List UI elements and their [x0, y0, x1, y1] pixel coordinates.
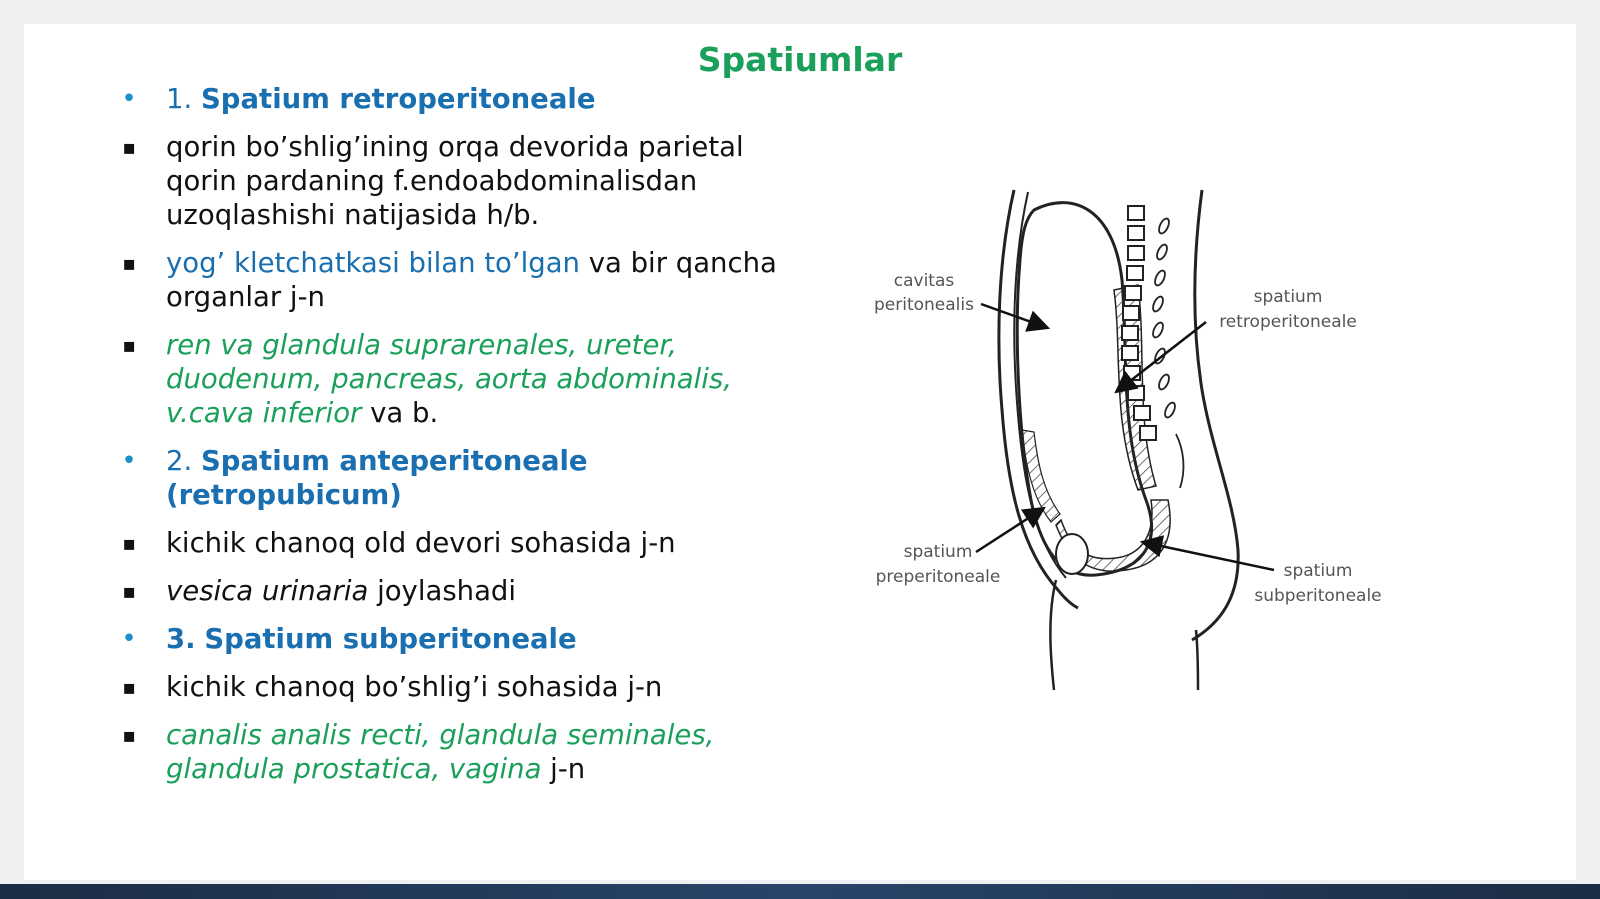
bottom-bar	[0, 884, 1600, 899]
section-number: 3.	[166, 623, 196, 655]
label-retroperitoneale: retroperitoneale	[1219, 312, 1357, 332]
slide-title: Spatiumlar	[697, 40, 903, 79]
arrow-cavitas	[980, 302, 1051, 332]
bladder	[1055, 533, 1089, 575]
bullet-text: kichik chanoq bo’shlig’i sohasida j-n	[166, 671, 663, 703]
preperitoneal-space	[1021, 429, 1061, 523]
section-name: Spatium subperitoneale	[204, 623, 577, 655]
bullet-organ-list: ren va glandula suprarenales, ureter, du…	[166, 329, 732, 429]
bullet-text: j-n	[541, 753, 586, 785]
section-name: Spatium anteperitoneale (retropubicum)	[166, 445, 588, 511]
slide-content: • 1. Spatium retroperitoneale ▪ qorin bo…	[114, 82, 814, 800]
anatomy-svg: cavitas peritonealis spatium retroperito…	[874, 189, 1382, 691]
section-marker: •	[121, 84, 137, 114]
bullet-1-1: ▪ qorin bo’shlig’ining orqa devorida par…	[114, 130, 814, 232]
leg-front	[1049, 579, 1058, 691]
bullet-2-2: ▪ vesica urinaria joylashadi	[114, 574, 814, 608]
section-heading-2: • 2. Spatium anteperitoneale (retropubic…	[114, 444, 814, 512]
label-spatium-retro: spatium	[1254, 287, 1323, 307]
bullet-highlight: yog’ kletchatkasi bilan to’lgan	[166, 247, 580, 279]
bullet-text: va b.	[361, 397, 439, 429]
arrow-preperitoneale	[975, 506, 1046, 554]
arrow-subperitoneale	[1139, 535, 1275, 572]
bullet-marker: ▪	[122, 531, 136, 555]
label-subperitoneale: subperitoneale	[1254, 586, 1381, 606]
bullet-1-3: ▪ ren va glandula suprarenales, ureter, …	[114, 328, 814, 430]
section-number: 2.	[166, 445, 193, 477]
bullet-3-1: ▪ kichik chanoq bo’shlig’i sohasida j-n	[114, 670, 814, 704]
label-spatium-pre: spatium	[904, 542, 973, 562]
label-cavitas: cavitas	[894, 271, 955, 291]
leg-back	[1194, 629, 1200, 691]
bullet-3-2: ▪ canalis analis recti, glandula seminal…	[114, 718, 814, 786]
bullet-text: qorin bo’shlig’ining orqa devorida parie…	[166, 131, 744, 231]
section-marker: •	[121, 624, 137, 654]
back-outline	[1191, 189, 1240, 642]
label-preperitoneale: preperitoneale	[876, 567, 1001, 587]
bullet-text: joylashadi	[368, 575, 517, 607]
bullet-marker: ▪	[122, 675, 136, 699]
arrow-retroperitoneale	[1114, 321, 1207, 394]
bullet-marker: ▪	[122, 723, 136, 747]
bullet-marker: ▪	[122, 251, 136, 275]
bullet-text: va bir qancha organlar j-n	[166, 247, 777, 313]
bullet-2-1: ▪ kichik chanoq old devori sohasida j-n	[114, 526, 814, 560]
bullet-marker: ▪	[122, 579, 136, 603]
section-number: 1.	[166, 83, 193, 115]
slide	[24, 24, 1576, 880]
bullet-1-2: ▪ yog’ kletchatkasi bilan to’lgan va bir…	[114, 246, 814, 314]
anatomy-diagram: cavitas peritonealis spatium retroperito…	[846, 170, 1426, 710]
section-heading-3: • 3. Spatium subperitoneale	[114, 622, 814, 656]
bullet-marker: ▪	[122, 333, 136, 357]
bullet-text: kichik chanoq old devori sohasida j-n	[166, 527, 676, 559]
label-peritonealis: peritonealis	[874, 295, 974, 315]
label-spatium-sub: spatium	[1284, 561, 1353, 581]
section-name: Spatium retroperitoneale	[201, 83, 596, 115]
section-heading-1: • 1. Spatium retroperitoneale	[114, 82, 814, 116]
section-marker: •	[121, 446, 137, 476]
bullet-marker: ▪	[122, 135, 136, 159]
abdominal-wall-outer	[997, 189, 1079, 610]
bullet-organ-list: canalis analis recti, glandula seminales…	[166, 719, 715, 785]
bullet-organ: vesica urinaria	[166, 575, 369, 607]
spinous-processes	[1152, 217, 1185, 489]
